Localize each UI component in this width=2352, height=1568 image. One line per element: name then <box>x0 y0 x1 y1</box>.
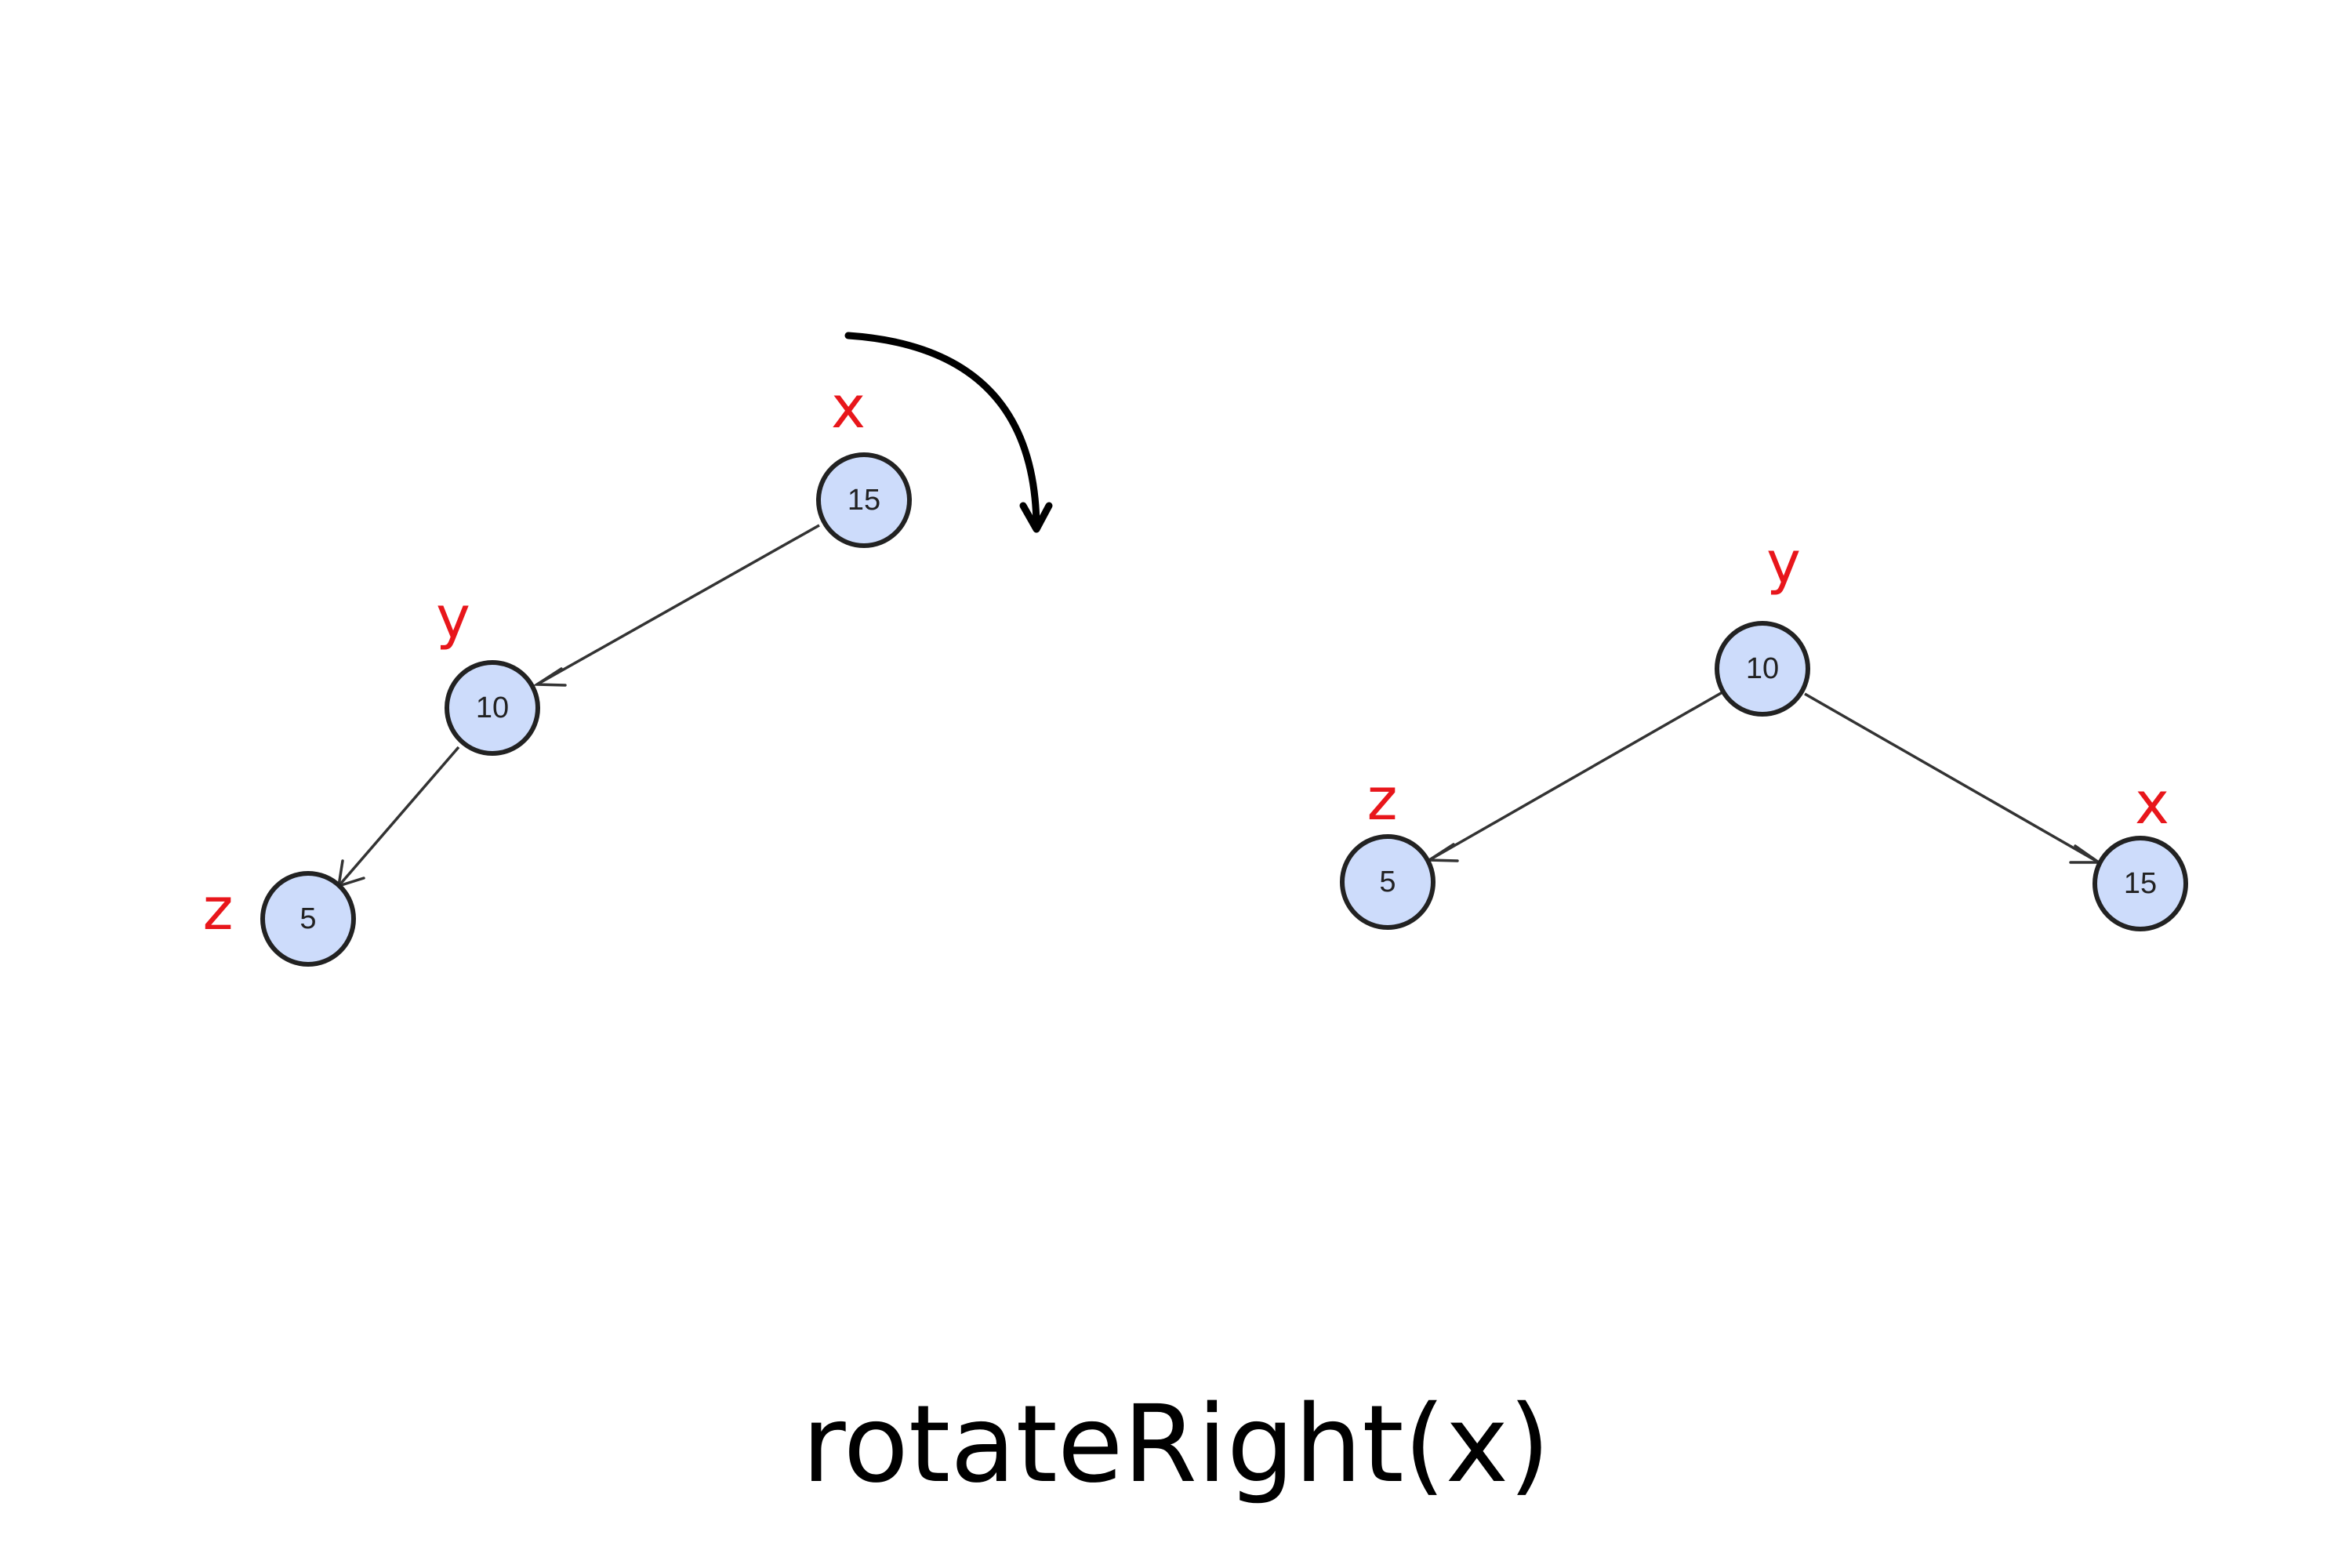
after-node-y: 10 y <box>1715 529 1810 717</box>
node-value: 15 <box>848 484 880 517</box>
node-variable-label: y <box>436 584 470 652</box>
node-value: 15 <box>2124 867 2157 900</box>
node-circle <box>816 452 912 548</box>
node-variable-label: x <box>2135 770 2169 837</box>
node-circle <box>445 660 540 756</box>
node-variable-label: x <box>831 374 866 441</box>
edge-x-to-y <box>532 524 820 687</box>
before-node-x: 15 x <box>816 374 912 548</box>
node-variable-label: y <box>1766 529 1801 597</box>
edge-y-to-z <box>336 746 460 888</box>
edge-y-to-z <box>1425 691 1723 862</box>
node-value: 5 <box>1379 866 1396 898</box>
node-variable-label: z <box>1367 766 1398 833</box>
node-circle <box>2092 836 2188 931</box>
node-value: 10 <box>1746 652 1779 685</box>
node-circle <box>1715 621 1810 717</box>
node-circle <box>260 871 356 967</box>
edge-y-to-x <box>1804 692 2103 864</box>
after-node-z: 5 z <box>1340 766 1436 930</box>
before-tree: 15 x 10 y 5 z <box>203 374 912 967</box>
before-node-z: 5 z <box>203 871 356 967</box>
node-variable-label: z <box>203 876 234 943</box>
before-node-y: 10 y <box>436 584 540 756</box>
node-value: 10 <box>476 691 509 724</box>
node-value: 5 <box>299 902 316 935</box>
after-node-x: 15 x <box>2092 770 2188 931</box>
after-tree: 10 y 5 z 15 x <box>1340 529 2188 931</box>
caption: rotateRight(x) <box>801 1383 1551 1507</box>
node-circle <box>1340 834 1436 930</box>
rotation-arrow-icon <box>844 332 1053 533</box>
